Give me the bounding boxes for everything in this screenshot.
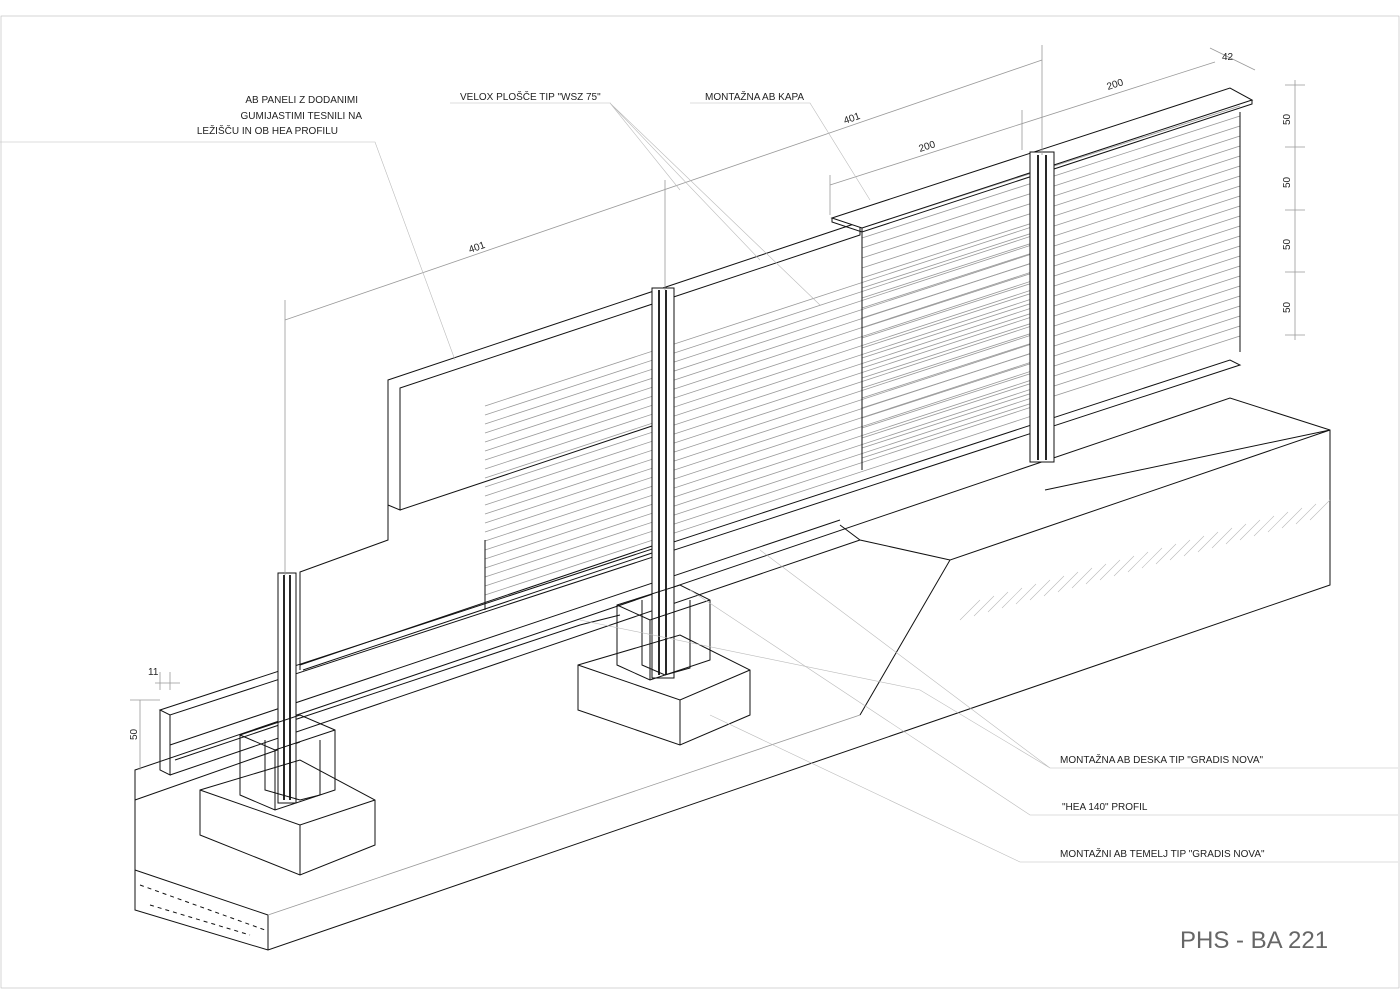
hatch-mark bbox=[1141, 547, 1163, 569]
velox-slat bbox=[484, 310, 1051, 497]
velox-slat bbox=[484, 400, 1051, 587]
dim-span-left: 401 bbox=[467, 240, 487, 256]
velox-slat bbox=[484, 265, 1051, 452]
dim-height: 50 bbox=[1282, 238, 1293, 250]
velox-slat bbox=[484, 373, 1051, 560]
hea-post-right bbox=[1029, 151, 1055, 463]
velox-panels bbox=[484, 105, 1241, 610]
velox-slat bbox=[484, 220, 1051, 407]
label-kapa: MONTAŽNA AB KAPA bbox=[705, 90, 804, 103]
hatch-mark bbox=[1057, 571, 1079, 593]
label-hea: "HEA 140" PROFIL bbox=[1062, 802, 1148, 813]
velox-slat bbox=[484, 355, 1051, 542]
label-deska: MONTAŽNA AB DESKA TIP "GRADIS NOVA" bbox=[1060, 753, 1264, 766]
hatch-mark bbox=[1155, 543, 1177, 565]
hatch-mark bbox=[1281, 507, 1303, 529]
dim-plank-height: 50 bbox=[129, 728, 140, 740]
label-temelj: MONTAŽNI AB TEMELJ TIP "GRADIS NOVA" bbox=[1060, 847, 1265, 860]
hatch-mark bbox=[1183, 535, 1205, 557]
hatch-mark bbox=[1197, 531, 1219, 553]
dim-cap-left: 200 bbox=[918, 139, 938, 155]
hatch-mark bbox=[1295, 503, 1317, 525]
dim-height: 50 bbox=[1282, 113, 1293, 125]
hea-post-left bbox=[277, 572, 297, 804]
dim-height: 50 bbox=[1282, 301, 1293, 313]
ground-base bbox=[134, 397, 1331, 951]
velox-slat bbox=[484, 382, 1051, 569]
velox-slat bbox=[484, 391, 1051, 578]
velox-slat bbox=[484, 283, 1051, 470]
hatch-mark bbox=[1253, 515, 1275, 537]
dim-height: 50 bbox=[1282, 176, 1293, 188]
dim-cap-right: 200 bbox=[1106, 77, 1126, 93]
leader-lines bbox=[0, 102, 1398, 863]
velox-slat bbox=[484, 247, 1051, 434]
hatch-mark bbox=[987, 591, 1009, 613]
hatch-mark bbox=[1309, 499, 1331, 521]
dim-span-right: 401 bbox=[842, 111, 862, 127]
hatch-mark bbox=[1239, 519, 1261, 541]
hatched-soil bbox=[959, 499, 1331, 621]
velox-slat bbox=[484, 292, 1051, 479]
dim-cap-depth: 42 bbox=[1222, 52, 1234, 63]
hatch-mark bbox=[1169, 539, 1191, 561]
velox-slat bbox=[484, 229, 1051, 416]
ab-plank-rail bbox=[158, 359, 1242, 776]
velox-slat bbox=[484, 409, 1051, 596]
footing-middle bbox=[577, 584, 751, 746]
hatch-mark bbox=[1225, 523, 1247, 545]
velox-slat bbox=[484, 319, 1051, 506]
velox-slat bbox=[484, 328, 1051, 515]
footing-left bbox=[199, 714, 376, 876]
velox-slat bbox=[484, 274, 1051, 461]
hatch-mark bbox=[1015, 583, 1037, 605]
label-ab-panels: AB PANELI Z DODANIMI GUMIJASTIMI TESNILI… bbox=[197, 95, 362, 137]
velox-slat bbox=[484, 301, 1051, 488]
hatch-mark bbox=[1099, 559, 1121, 581]
hatch-mark bbox=[1001, 587, 1023, 609]
hatch-mark bbox=[1211, 527, 1233, 549]
hatch-mark bbox=[959, 599, 981, 621]
velox-slat bbox=[484, 337, 1051, 524]
drawing-frame bbox=[0, 15, 1400, 989]
hatch-mark bbox=[1029, 579, 1051, 601]
label-line: GUMIJASTIMI TESNILI NA bbox=[241, 111, 363, 122]
velox-slat bbox=[484, 364, 1051, 551]
velox-slat bbox=[484, 238, 1051, 425]
label-velox: VELOX PLOŠČE TIP "WSZ 75" bbox=[460, 90, 601, 103]
hatch-mark bbox=[1127, 551, 1149, 573]
dimension-lines bbox=[130, 45, 1305, 770]
hea-post-middle bbox=[651, 287, 675, 679]
hatch-mark bbox=[1043, 575, 1065, 597]
hatch-mark bbox=[1085, 563, 1107, 585]
hatch-mark bbox=[1113, 555, 1135, 577]
dim-plank-thickness: 11 bbox=[148, 667, 159, 678]
label-line: LEŽIŠČU IN OB HEA PROFILU bbox=[197, 124, 338, 137]
label-line: AB PANELI Z DODANIMI bbox=[245, 95, 358, 106]
title-block: PHS - BA 221 bbox=[1180, 927, 1328, 954]
hatch-mark bbox=[1071, 567, 1093, 589]
hatch-mark bbox=[973, 595, 995, 617]
hatch-mark bbox=[1267, 511, 1289, 533]
